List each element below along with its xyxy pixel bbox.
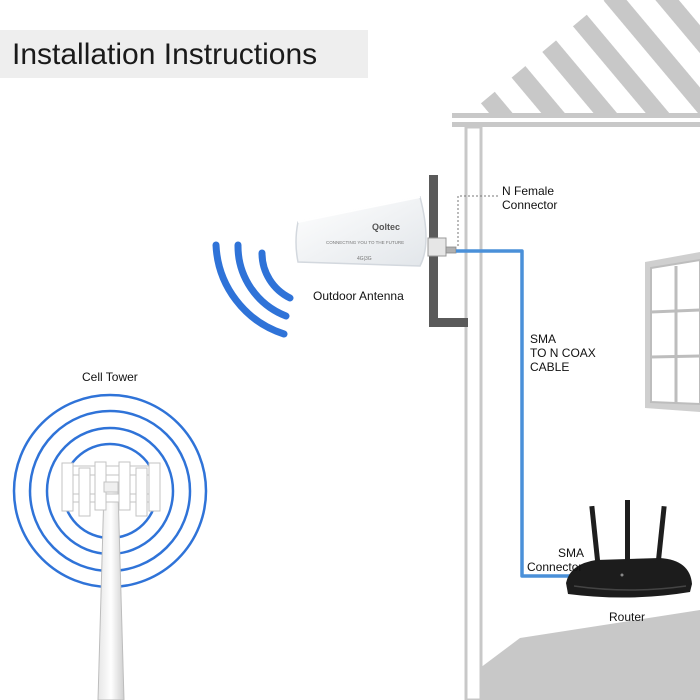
sma-cable-label-line1: SMA <box>530 332 557 346</box>
house-window <box>645 252 700 412</box>
house-roof <box>452 0 700 127</box>
antenna-signal-waves <box>212 241 294 338</box>
sma-cable-label-line3: CABLE <box>530 360 570 374</box>
page-title: Installation Instructions <box>12 38 318 71</box>
n-female-label-line1: N Female <box>502 184 555 198</box>
sma-connector-label-line1: SMA <box>558 546 585 560</box>
sma-connector-label-line2: Connector <box>527 560 583 574</box>
house-wall <box>464 125 700 700</box>
title-banner: Installation Instructions <box>0 30 368 78</box>
router <box>566 500 692 598</box>
outdoor-antenna-label: Outdoor Antenna <box>313 289 404 303</box>
antenna-model-text: 4G|3G <box>357 256 372 262</box>
antenna-brand-text: Qoltec <box>372 222 400 232</box>
sma-cable-label-line2: TO N COAX <box>530 346 596 360</box>
coax-cable <box>456 249 573 578</box>
cell-tower-label: Cell Tower <box>82 370 138 384</box>
outdoor-antenna: Qoltec CONNECTING YOU TO THE FUTURE 4G|3… <box>295 196 457 267</box>
n-female-label-line2: Connector <box>502 198 558 212</box>
router-label: Router <box>609 610 646 624</box>
antenna-tagline-text: CONNECTING YOU TO THE FUTURE <box>326 240 404 245</box>
cell-tower <box>61 461 161 700</box>
n-female-leader-line <box>457 195 498 246</box>
n-female-connector <box>427 237 447 257</box>
